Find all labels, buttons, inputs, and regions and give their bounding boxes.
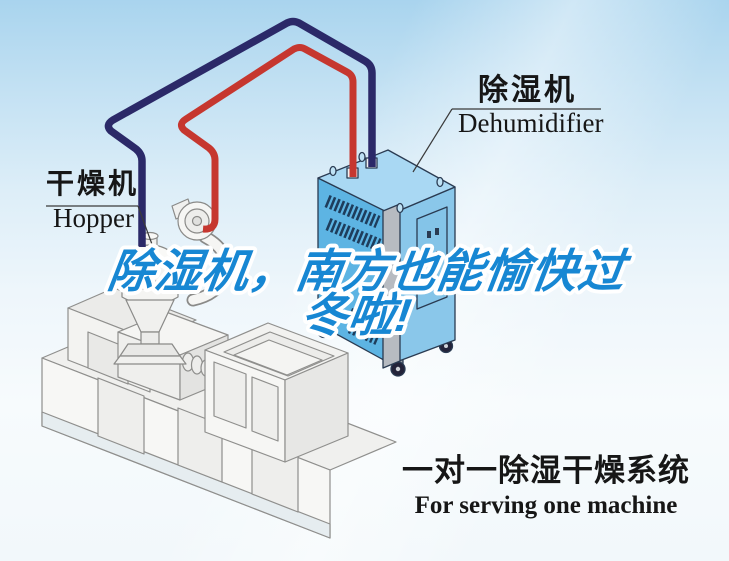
lifting-eyelet bbox=[396, 202, 404, 214]
headline-line2: 冬啦! bbox=[298, 289, 416, 341]
hopper-neck bbox=[140, 331, 160, 345]
machine-clamp-window bbox=[251, 376, 279, 442]
blower-hub bbox=[191, 215, 203, 227]
door-detail bbox=[428, 254, 431, 266]
hopper-mount-plate bbox=[119, 343, 181, 357]
door-detail bbox=[436, 251, 439, 263]
hopper-duct-fill bbox=[188, 232, 231, 305]
navy-return-pipe bbox=[104, 17, 376, 247]
molding-machine-illustration bbox=[41, 287, 397, 539]
dehumidifier-illustration bbox=[316, 149, 456, 377]
machine-panel-window bbox=[97, 377, 145, 455]
door-detail bbox=[427, 231, 431, 238]
door-detail bbox=[435, 228, 439, 235]
dehumidifier-door bbox=[416, 206, 448, 310]
hopper-base-plate bbox=[113, 355, 187, 365]
lifting-eyelet bbox=[436, 176, 444, 188]
hopper-label-zh: 干燥机 bbox=[46, 169, 140, 200]
red-supply-pipe bbox=[177, 44, 357, 233]
machine-clamp-window bbox=[213, 361, 247, 429]
lifting-eyelet bbox=[358, 151, 366, 163]
hopper-leader-line bbox=[137, 205, 154, 248]
caster-wheel bbox=[390, 357, 406, 377]
callout-leader-lines bbox=[46, 108, 601, 248]
headline-line1: 除湿机，南方也能愉快过 bbox=[105, 245, 634, 297]
dehumidifier-label-zh: 除湿机 bbox=[478, 74, 577, 107]
dehumidifier-leader-line bbox=[412, 108, 453, 173]
machine-base-strip bbox=[41, 411, 331, 539]
lifting-eyelet bbox=[329, 165, 337, 177]
machine-clamp-right bbox=[284, 352, 349, 463]
machine-mold-frame-inner bbox=[233, 339, 323, 376]
caption-chinese: 一对一除湿干燥系统 bbox=[402, 453, 690, 488]
dehumidifier-corner-trim bbox=[382, 203, 401, 369]
vent-grille bbox=[347, 322, 381, 346]
hopper-band-line bbox=[121, 281, 179, 291]
dehumidifier-label-en: Dehumidifier bbox=[458, 108, 604, 138]
vent-grille bbox=[347, 307, 381, 331]
hopper-band-line bbox=[121, 273, 179, 283]
hopper-label-en: Hopper bbox=[53, 203, 134, 233]
caption-english: For serving one machine bbox=[414, 492, 678, 519]
headline: 除湿机，南方也能愉快过 冬啦! bbox=[101, 241, 638, 345]
